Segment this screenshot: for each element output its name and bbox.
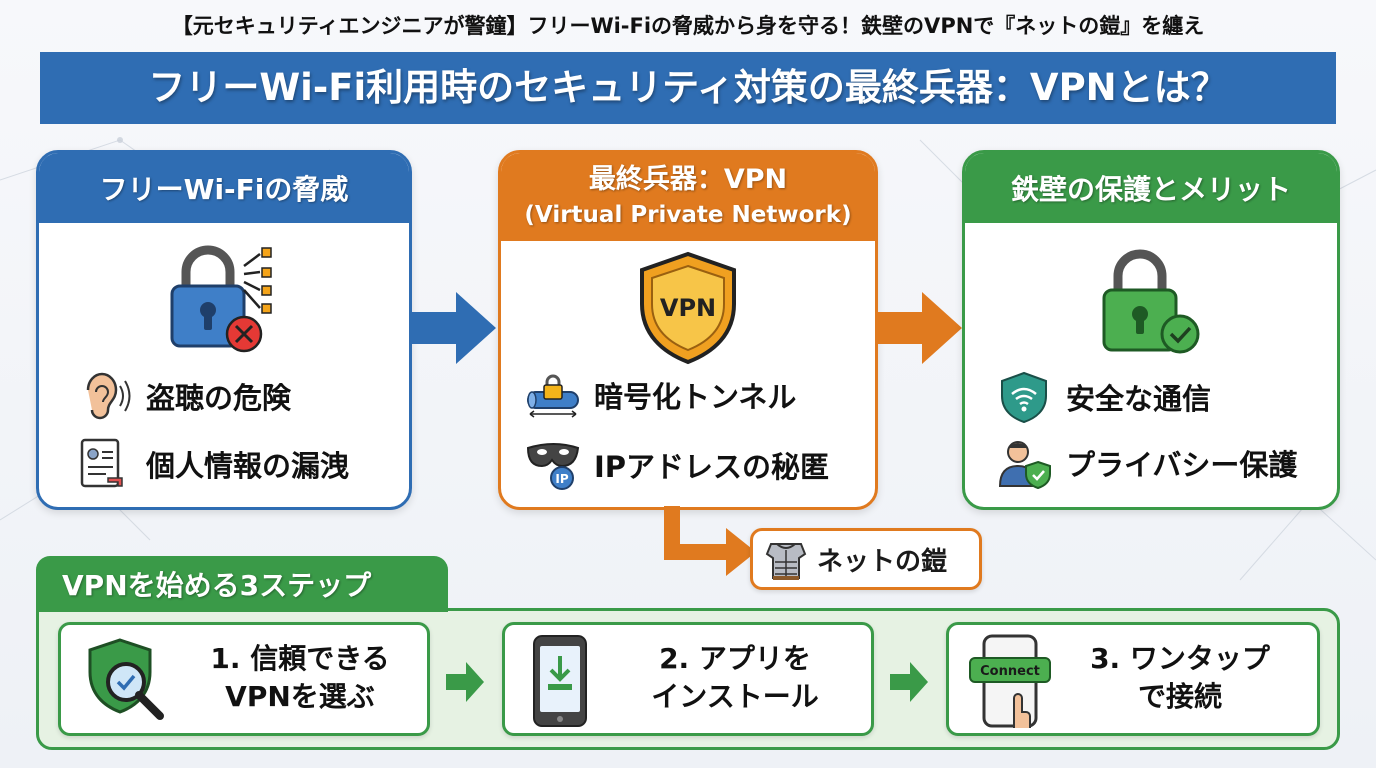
broken-lock-icon [170,245,272,353]
search-shield-icon [88,638,164,720]
merit-item-label: プライバシー保護 [1066,448,1298,482]
vpn-panel-heading: 最終兵器：VPN (Virtual Private Network) [501,153,875,241]
vpn-item-tunnel: 暗号化トンネル [524,372,796,418]
page-title: フリーWi-Fi利用時のセキュリティ対策の最終兵器：VPNとは？ [40,52,1336,124]
encrypted-tunnel-icon [527,374,579,418]
connect-phone-icon: Connect [969,634,1051,728]
threat-item-leak: 個人情報の漏洩 [76,436,349,492]
flow-arrow-blue [410,292,496,364]
vpn-item-label: 暗号化トンネル [594,380,797,414]
mask-icon: IP [526,443,580,490]
threat-panel-heading: フリーWi-Fiの脅威 [39,153,409,223]
secure-lock-icon [1102,249,1200,354]
wifi-shield-icon [1001,371,1047,424]
vpn-shield-icon: VPN [640,251,736,365]
step-text-3: 3. ワンタップ で接続 [1090,642,1270,713]
flow-arrow-orange [876,292,962,364]
net-armor-label: ネットの鎧 [817,546,948,577]
vpn-heading-line1: 最終兵器：VPN [588,164,788,195]
armor-icon [765,543,807,580]
vpn-item-ip-hide: IP IPアドレスの秘匿 [524,438,829,492]
flow-arrow-to-armor [664,506,756,576]
ip-badge-text: IP [555,472,568,486]
user-shield-icon [998,441,1051,490]
personal-document-icon [80,438,123,488]
merit-panel-heading: 鉄壁の保護とメリット [965,153,1337,223]
ear-icon [86,372,131,420]
connect-button-label: Connect [980,664,1040,679]
merit-item-secure-comm: 安全な通信 [998,370,1211,424]
vpn-shield-label: VPN [660,294,716,322]
vpn-item-label: IPアドレスの秘匿 [594,450,830,484]
threat-item-label: 盗聴の危険 [146,381,292,415]
threat-item-label: 個人情報の漏洩 [146,449,350,483]
step-arrow-1 [446,662,484,702]
merit-item-privacy: プライバシー保護 [996,436,1297,490]
vpn-heading-line2: (Virtual Private Network) [524,202,852,228]
step-text-1: 1. 信頼できる VPNを選ぶ [210,642,390,713]
merit-item-label: 安全な通信 [1066,382,1212,416]
threat-item-eavesdrop: 盗聴の危険 [76,370,291,422]
steps-heading: VPNを始める3ステップ [36,556,448,612]
step-text-2: 2. アプリを インストール [651,642,819,713]
step-arrow-2 [890,662,928,702]
top-caption: 【元セキュリティエンジニアが警鐘】フリーWi-Fiの脅威から身を守る！鉄壁のVP… [171,14,1205,38]
net-armor-box: ネットの鎧 [750,528,982,590]
download-phone-icon [533,635,587,727]
